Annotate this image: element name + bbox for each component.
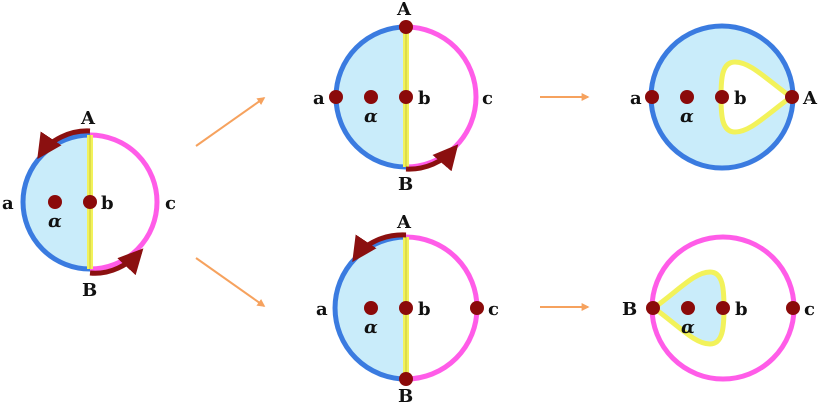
panel-initial: A B a b c α [2, 108, 176, 301]
dot-alpha [364, 90, 378, 104]
label-b: b [735, 299, 748, 320]
label-a: a [2, 193, 14, 214]
label-alpha: α [680, 106, 694, 127]
dot-b [399, 301, 413, 315]
dot-b [715, 90, 729, 104]
magenta-arc [405, 24, 479, 170]
dot-a [645, 90, 659, 104]
label-B: B [622, 299, 637, 320]
dot-alpha [48, 195, 62, 209]
arrow-top [352, 232, 407, 263]
label-a: a [630, 88, 642, 109]
label-A: A [396, 0, 412, 20]
panel-bottom-right: B b c α [622, 234, 815, 382]
label-c: c [482, 88, 493, 109]
label-alpha: α [681, 317, 695, 338]
label-a: a [316, 299, 328, 320]
label-b: b [101, 193, 114, 214]
label-alpha: α [364, 317, 378, 338]
dot-b [399, 90, 413, 104]
dot-alpha [364, 301, 378, 315]
dot-c [470, 301, 484, 315]
dot-alpha [680, 90, 694, 104]
arrow-to-top-row [195, 97, 266, 147]
label-B: B [398, 386, 413, 406]
arrow-bottom [405, 144, 459, 172]
label-c: c [804, 299, 815, 320]
dot-b [83, 195, 97, 209]
dot-B [399, 372, 413, 386]
label-alpha: α [364, 106, 378, 127]
label-B: B [82, 280, 97, 301]
dot-a [329, 90, 343, 104]
label-b: b [418, 88, 431, 109]
label-alpha: α [48, 211, 62, 232]
arrow-top [37, 128, 91, 160]
dot-b [716, 301, 730, 315]
dot-c [786, 301, 800, 315]
dot-A [399, 20, 413, 34]
dot-B [646, 301, 660, 315]
magenta-arc [405, 234, 480, 382]
label-b: b [418, 299, 431, 320]
label-a: a [313, 88, 325, 109]
arrow-bottom [89, 248, 144, 276]
label-B: B [398, 174, 413, 195]
dot-A [785, 90, 799, 104]
dot-alpha [681, 301, 695, 315]
arrow-to-bottom-row [195, 257, 266, 307]
panel-top-right: a b A α [630, 23, 818, 171]
label-A: A [396, 212, 412, 233]
label-c: c [165, 193, 176, 214]
label-A: A [80, 108, 96, 129]
panel-bottom-middle: A B a b c α [316, 212, 499, 406]
label-b: b [734, 88, 747, 109]
label-c: c [488, 299, 499, 320]
label-A: A [802, 88, 818, 109]
panel-top-middle: A B a b c α [313, 0, 493, 195]
